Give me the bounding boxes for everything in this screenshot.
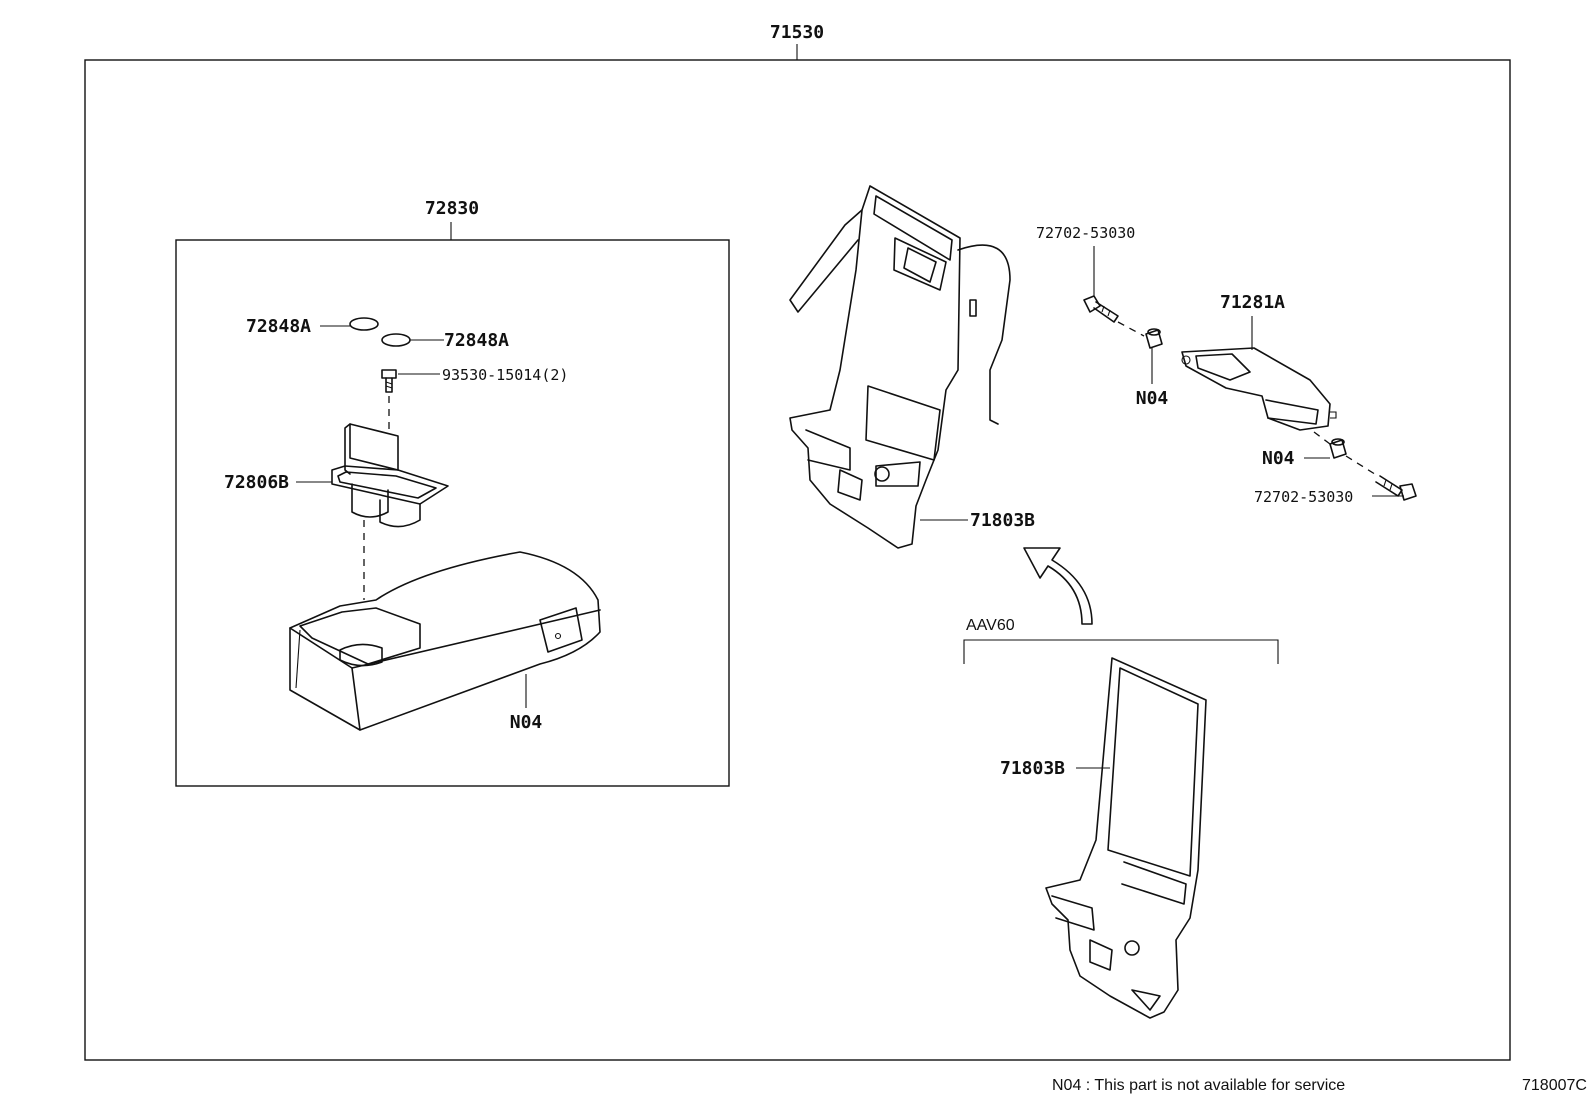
bolt-72702-53030-top <box>1083 295 1119 323</box>
screw-93530-15014 <box>381 369 397 393</box>
label-71281a[interactable]: 71281A <box>1220 292 1285 313</box>
label-71803b-variant[interactable]: 71803B <box>1000 758 1065 779</box>
label-93530-15014[interactable]: 93530-15014(2) <box>442 366 568 384</box>
bolt-72702-53030-bottom <box>1375 475 1417 501</box>
cup-holder-72806b <box>331 423 449 528</box>
curved-arrow <box>1023 547 1093 625</box>
bush-n04-bottom <box>1329 438 1347 459</box>
console-box-n04 <box>289 551 601 731</box>
bracket-71281a <box>1181 347 1337 431</box>
panel-71803b-variant <box>1045 657 1207 1019</box>
variant-bracket-aav60 <box>963 639 1279 664</box>
label-72848a-right[interactable]: 72848A <box>444 330 509 351</box>
label-72702-53030-bottom[interactable]: 72702-53030 <box>1254 488 1353 506</box>
footer-note: N04 : This part is not available for ser… <box>1052 1077 1345 1094</box>
panel-71803b-main <box>789 185 1011 549</box>
label-71803b-main[interactable]: 71803B <box>970 510 1035 531</box>
label-72806b[interactable]: 72806B <box>224 472 289 493</box>
cap-72848a-right <box>381 333 411 347</box>
label-aav60[interactable]: AAV60 <box>966 617 1015 634</box>
cap-72848a-left <box>349 317 379 331</box>
label-71530[interactable]: 71530 <box>770 22 824 43</box>
assembly-frame-71530 <box>84 59 1511 1061</box>
label-n04-bottom[interactable]: N04 <box>1262 448 1295 469</box>
subassembly-frame-72830 <box>175 239 730 787</box>
label-72830[interactable]: 72830 <box>425 198 479 219</box>
label-n04-top[interactable]: N04 <box>1136 388 1169 409</box>
diagram-id: 718007C <box>1522 1077 1587 1094</box>
bush-n04-top <box>1145 328 1163 349</box>
label-72848a-left[interactable]: 72848A <box>246 316 311 337</box>
label-n04-console[interactable]: N04 <box>510 712 543 733</box>
label-72702-53030-top[interactable]: 72702-53030 <box>1036 224 1135 242</box>
